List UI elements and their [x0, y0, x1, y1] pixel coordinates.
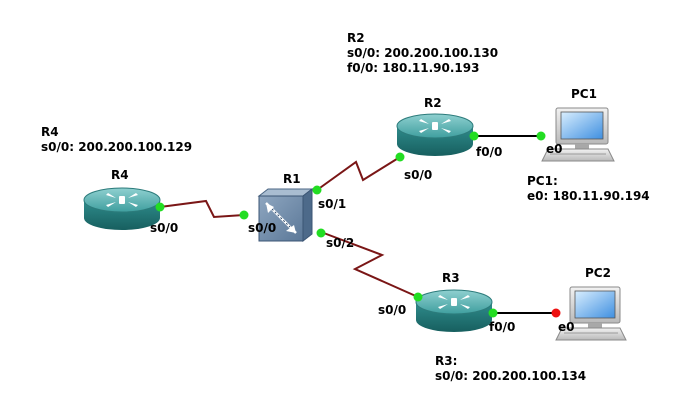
- annotation-pc1: PC1: e0: 180.11.90.194: [527, 174, 650, 204]
- annotation-r3: R3: s0/0: 200.200.100.134: [435, 354, 586, 384]
- pc2-computer-icon[interactable]: [555, 286, 627, 341]
- annotation-r2-s0-address: s0/0: 200.200.100.130: [347, 46, 499, 60]
- annotation-r2: R2 s0/0: 200.200.100.130 f0/0: 180.11.90…: [347, 31, 498, 76]
- port-r3-f0-0-status: [488, 308, 498, 318]
- device-label-r2: R2: [424, 96, 442, 110]
- interface-label-r1-s0-0: s0/0: [248, 221, 277, 235]
- links: [159, 135, 556, 314]
- interface-label-r3-s0-0: s0/0: [378, 303, 407, 317]
- annotation-r2-f0-address: f0/0: 180.11.90.193: [347, 61, 480, 75]
- port-r2-s0-0-status: [395, 152, 405, 162]
- port-r2-f0-0-status: [469, 131, 479, 141]
- router-r3-icon[interactable]: [415, 289, 493, 332]
- interface-label-r4-s0-0: s0/0: [150, 221, 179, 235]
- device-label-r3: R3: [442, 271, 460, 285]
- router-r2-icon[interactable]: [396, 113, 474, 156]
- link-r4-r1[interactable]: [159, 199, 245, 219]
- interface-label-r1-s0-1: s0/1: [318, 197, 347, 211]
- interface-label-r3-f0-0: f0/0: [489, 320, 516, 334]
- annotation-pc1-address: e0: 180.11.90.194: [527, 189, 650, 203]
- annotation-r3-title: R3:: [435, 354, 458, 368]
- annotation-r4-title: R4: [41, 125, 59, 139]
- interface-label-r1-s0-2: s0/2: [326, 236, 355, 250]
- device-label-r4: R4: [111, 168, 129, 182]
- pc1-computer-icon[interactable]: [541, 107, 615, 162]
- port-r1-s0-1-status: [312, 185, 322, 195]
- device-label-pc2: PC2: [585, 266, 611, 280]
- annotation-pc1-title: PC1:: [527, 174, 558, 188]
- router-r4-icon[interactable]: [83, 187, 161, 230]
- port-r1-s0-2-status: [316, 228, 326, 238]
- device-label-pc1: PC1: [571, 87, 597, 101]
- switch-r1-icon[interactable]: [257, 187, 314, 243]
- interface-label-r2-s0-0: s0/0: [404, 168, 433, 182]
- port-r3-s0-0-status: [413, 292, 423, 302]
- interface-label-r2-f0-0: f0/0: [476, 145, 503, 159]
- device-label-r1: R1: [283, 172, 301, 186]
- annotation-r3-address: s0/0: 200.200.100.134: [435, 369, 587, 383]
- interface-label-pc1-e0: e0: [546, 142, 563, 156]
- port-indicators: [155, 131, 561, 318]
- port-r1-s0-0-status: [239, 210, 249, 220]
- port-pc2-e0-status: [551, 308, 561, 318]
- annotation-r2-title: R2: [347, 31, 365, 45]
- interface-label-pc2-e0: e0: [558, 320, 575, 334]
- annotation-r4: R4 s0/0: 200.200.100.129: [41, 125, 192, 155]
- port-r4-s0-0-status: [155, 202, 165, 212]
- link-r1-r3[interactable]: [320, 231, 419, 298]
- annotation-r4-address: s0/0: 200.200.100.129: [41, 140, 193, 154]
- port-pc1-e0-status: [536, 131, 546, 141]
- link-r1-r2[interactable]: [316, 156, 401, 191]
